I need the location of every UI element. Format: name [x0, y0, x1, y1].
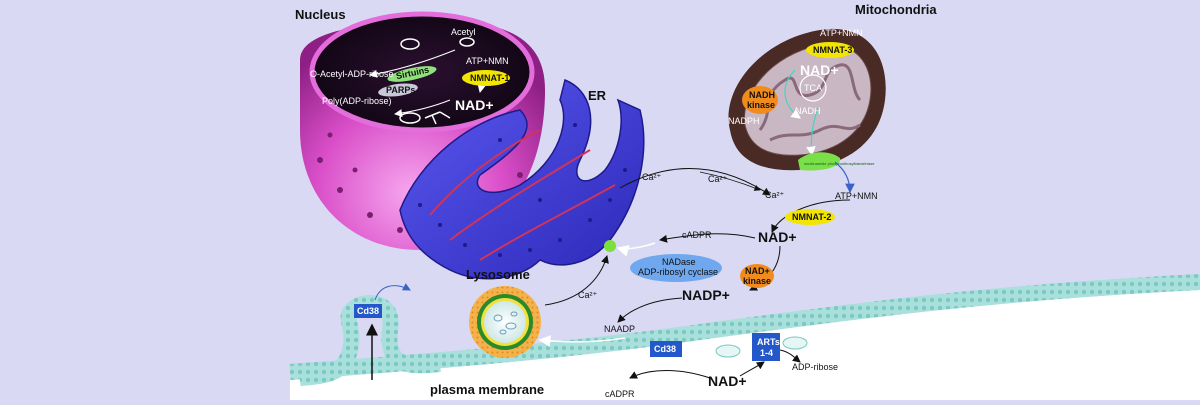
- er-channel: [604, 240, 616, 252]
- arts-box: [752, 333, 780, 361]
- naadp-label: NAADP: [604, 324, 635, 334]
- plasma-membrane-title: plasma membrane: [430, 382, 544, 397]
- nmnat2-enzyme: [785, 209, 835, 225]
- mitochondria-title: Mitochondria: [855, 2, 937, 17]
- tca-label: TCA: [804, 83, 822, 93]
- nadase-enzyme: [630, 254, 722, 282]
- nucleus-title: Nucleus: [295, 7, 346, 22]
- nadase-label-1: NADase: [662, 257, 696, 267]
- mito-transporter: [798, 152, 841, 171]
- cd38-bottom-label: Cd38: [654, 344, 676, 354]
- nad-kinase-label-2: kinase: [743, 276, 771, 286]
- nmnat3-label: NMNAT-3: [813, 45, 852, 55]
- nadase-label-2: ADP-ribosyl cyclase: [638, 267, 718, 277]
- nadp-label: NADP+: [682, 287, 730, 303]
- arts-label-1: ARTs: [757, 337, 780, 347]
- nucleus-atp-nmn-label: ATP+NMN: [466, 56, 509, 66]
- nucleus-nad-label: NAD+: [455, 97, 494, 113]
- arts-label-2: 1-4: [760, 348, 773, 358]
- parps-enzyme: [378, 83, 418, 97]
- nadh-kinase-label-1: NADH: [749, 90, 775, 100]
- mitochondrion: ATP+NMN NMNAT-3 NAD+ NADH kinase TCA NAD…: [728, 2, 937, 171]
- cd38-bottom-box: [650, 341, 682, 357]
- ca-er-label: Ca²⁺: [642, 172, 662, 182]
- ca-lyso-label: Ca²⁺: [578, 290, 598, 300]
- cyto-cadpr-label: cADPR: [682, 230, 712, 240]
- nucleus: Acetyl ATP+NMN NMNAT-1 O-Acetyl-ADP-ribo…: [300, 11, 545, 250]
- mito-nad-label: NAD+: [800, 62, 839, 78]
- nmnat1-enzyme: [462, 70, 510, 86]
- er-title: ER: [588, 88, 607, 103]
- cd38-left-label: Cd38: [357, 306, 379, 316]
- membrane-cadpr-label: cADPR: [605, 389, 635, 399]
- nmnat2-label: NMNAT-2: [792, 212, 831, 222]
- mito-atp-nmn-label: ATP+NMN: [820, 28, 863, 38]
- transporter-label: nicotinamide phosphoribosyltransferase: [804, 161, 875, 166]
- adp-ribose-label: ADP-ribose: [792, 362, 838, 372]
- nmnat1-label: NMNAT-1: [470, 73, 509, 83]
- membrane-proteins: Cd38 Cd38 ARTs 1-4 ADP-ribose NAD+ cADPR: [354, 283, 838, 399]
- cyto-nad-label: NAD+: [758, 229, 797, 245]
- cytosolic-pathway: ATP+NMN NMNAT-2 NAD+ cADPR NADase ADP-ri…: [538, 161, 878, 348]
- lysosome: Lysosome: [466, 267, 541, 358]
- membrane-invagination: [299, 295, 441, 386]
- cyto-atp-nmn-label: ATP+NMN: [835, 191, 878, 201]
- acetyl-label: Acetyl: [451, 27, 476, 37]
- nadh-kinase-enzyme: [742, 86, 778, 114]
- membrane-nad-label: NAD+: [708, 373, 747, 389]
- o-acetyl-label: O-Acetyl-ADP-ribose: [310, 69, 394, 79]
- nad-kinase-enzyme: [740, 264, 774, 288]
- cd38-left-box: [354, 304, 382, 318]
- ca-mid-label: Ca²⁺: [708, 174, 728, 184]
- ca-right-label: Ca²⁺: [765, 190, 785, 200]
- nmnat3-enzyme: [806, 42, 854, 58]
- extracellular-region: [290, 290, 1200, 400]
- nad-kinase-label-1: NAD+: [745, 266, 770, 276]
- nadph-label: NADPH: [728, 116, 760, 126]
- sirtuins-enzyme: [387, 66, 437, 82]
- nadh-kinase-label-2: kinase: [747, 100, 775, 110]
- endoplasmic-reticulum: ER: [399, 78, 645, 280]
- poly-label: Poly(ADP-ribose): [322, 96, 392, 106]
- parps-label: PARPs: [386, 85, 415, 95]
- lysosome-title: Lysosome: [466, 267, 530, 282]
- mito-nadh-label: NADH: [795, 106, 821, 116]
